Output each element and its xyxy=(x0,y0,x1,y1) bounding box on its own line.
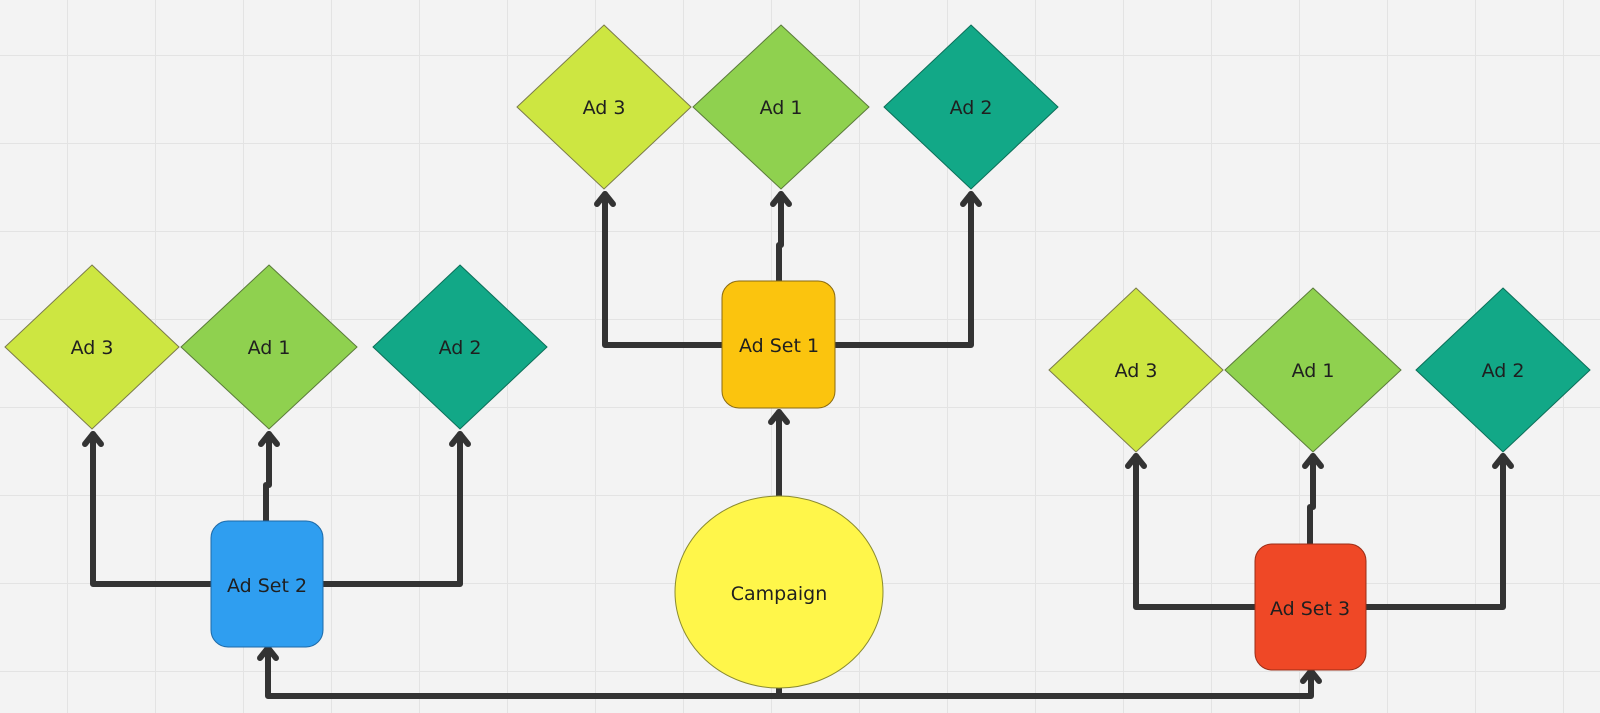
ad-set-2-node[interactable]: Ad Set 2 xyxy=(210,520,324,648)
connector-campaign-to-ad-set-3[interactable] xyxy=(776,668,1314,699)
ad-set-3-ad-1-label: Ad 1 xyxy=(1292,360,1335,382)
ad-set-3-ad-1-shape xyxy=(1224,287,1402,453)
ad-set-1-ad-2-label: Ad 2 xyxy=(950,97,993,119)
ad-set-1-ads: Ad 3 Ad 1 Ad 2 xyxy=(516,24,1059,190)
connector-campaign-to-ad-set-2[interactable] xyxy=(265,645,782,699)
ad-set-2-ad-3-node[interactable]: Ad 3 xyxy=(4,264,180,430)
ad-set-1-shape xyxy=(721,280,836,409)
ad-set-3-ad-3-shape xyxy=(1048,287,1224,453)
arrowhead-ad-set-1-ad-1 xyxy=(770,191,792,207)
ad-set-2-ads: Ad 3 Ad 1 Ad 2 xyxy=(4,264,548,430)
ad-set-1-ad-1-shape xyxy=(692,24,870,190)
ad-set-2-ad-3-shape xyxy=(4,264,180,430)
ad-set-3-ad-1-node[interactable]: Ad 1 xyxy=(1224,287,1402,453)
connector-ad-set-2-to-ad-1[interactable] xyxy=(263,431,272,524)
ad-set-3-shape xyxy=(1254,543,1367,671)
ad-set-3-ad-2-shape xyxy=(1415,287,1591,453)
campaign-shape xyxy=(674,495,884,689)
connector-ad-set-3-to-ad-1[interactable] xyxy=(1307,453,1316,547)
arrowhead-ad-set-2 xyxy=(257,645,279,661)
ad-set-3-label: Ad Set 3 xyxy=(1270,598,1350,620)
ad-set-2-shape xyxy=(210,520,324,648)
arrowhead-ad-set-3-ad-1 xyxy=(1302,453,1324,469)
ad-set-1-ad-3-label: Ad 3 xyxy=(583,97,626,119)
ad-set-2-ad-1-label: Ad 1 xyxy=(248,337,291,359)
ad-set-2-ad-2-shape xyxy=(372,264,548,430)
ad-set-3-ad-3-node[interactable]: Ad 3 xyxy=(1048,287,1224,453)
arrowhead-ad-set-3 xyxy=(1300,668,1322,684)
ad-set-1-ad-3-shape xyxy=(516,24,692,190)
ad-set-3-node[interactable]: Ad Set 3 xyxy=(1254,543,1367,671)
connector-ad-set-3-to-ad-3[interactable] xyxy=(1133,453,1259,610)
ad-set-2-ad-2-label: Ad 2 xyxy=(439,337,482,359)
ad-set-2-ad-1-shape xyxy=(180,264,358,430)
ad-set-2-ad-1-node[interactable]: Ad 1 xyxy=(180,264,358,430)
connector-ad-set-1-to-ad-2[interactable] xyxy=(833,191,974,348)
ad-set-2-ad-2-node[interactable]: Ad 2 xyxy=(372,264,548,430)
connector-ad-set-2-to-ad-2[interactable] xyxy=(320,431,463,587)
arrowhead-ad-set-2-ad-2 xyxy=(449,431,471,447)
ad-set-2-label: Ad Set 2 xyxy=(227,575,307,597)
arrowhead-ad-set-2-ad-3 xyxy=(82,431,104,447)
campaign-node[interactable]: Campaign xyxy=(674,495,884,689)
ad-set-1-ad-2-shape xyxy=(883,24,1059,190)
arrowhead-ad-set-1-ad-3 xyxy=(594,191,616,207)
ad-set-3-ads: Ad 3 Ad 1 Ad 2 xyxy=(1048,287,1591,453)
ad-set-1-node[interactable]: Ad Set 1 xyxy=(721,280,836,409)
connectors xyxy=(82,191,1514,699)
ad-set-3-ad-3-label: Ad 3 xyxy=(1115,360,1158,382)
connector-ad-set-1-to-ad-3[interactable] xyxy=(602,191,725,348)
ad-set-1-ad-1-node[interactable]: Ad 1 xyxy=(692,24,870,190)
ad-set-3-ad-2-label: Ad 2 xyxy=(1482,360,1525,382)
arrowhead-ad-set-1-ad-2 xyxy=(960,191,982,207)
connector-ad-set-1-to-ad-1[interactable] xyxy=(776,191,784,284)
ad-set-1-ad-3-node[interactable]: Ad 3 xyxy=(516,24,692,190)
arrowhead-ad-set-3-ad-3 xyxy=(1125,453,1147,469)
ad-set-1-ad-2-node[interactable]: Ad 2 xyxy=(883,24,1059,190)
ad-set-1-ad-1-label: Ad 1 xyxy=(760,97,803,119)
connector-ad-set-3-to-ad-2[interactable] xyxy=(1363,453,1506,610)
campaign-label: Campaign xyxy=(731,583,828,605)
ad-set-1-label: Ad Set 1 xyxy=(739,335,819,357)
connector-ad-set-2-to-ad-3[interactable] xyxy=(90,431,214,587)
ad-set-3-ad-2-node[interactable]: Ad 2 xyxy=(1415,287,1591,453)
arrowhead-ad-set-2-ad-1 xyxy=(258,431,280,447)
ad-set-2-ad-3-label: Ad 3 xyxy=(71,337,114,359)
arrowhead-ad-set-1 xyxy=(768,409,790,425)
arrowhead-ad-set-3-ad-2 xyxy=(1492,453,1514,469)
